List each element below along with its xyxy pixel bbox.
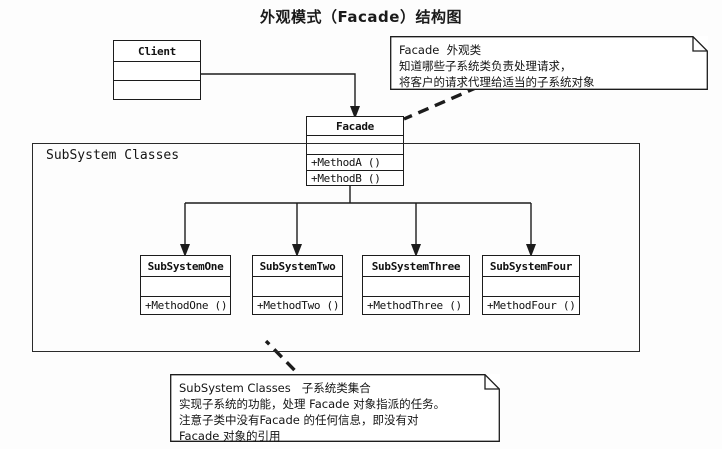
subsystem-container-label: SubSystem Classes	[46, 148, 180, 163]
note-facade: Facade 外观类 知道哪些子系统类负责处理请求， 将客户的请求代理给适当的子…	[390, 36, 708, 90]
class-name-facade: Facade	[307, 117, 403, 136]
note-subsystem: SubSystem Classes 子系统类集合 实现子系统的功能，处理 Fac…	[170, 374, 500, 443]
class-attributes-subsystem-two	[253, 277, 342, 297]
class-box-subsystem-two[interactable]: SubSystemTwo +MethodTwo ()	[252, 255, 343, 315]
class-methods-client	[114, 81, 200, 99]
class-name-subsystem-four: SubSystemFour	[483, 256, 579, 277]
class-box-subsystem-four[interactable]: SubSystemFour +MethodFour ()	[482, 255, 580, 315]
class-attributes-subsystem-one	[141, 277, 230, 297]
page-title: 外观模式（Facade）结构图	[260, 8, 462, 26]
class-box-subsystem-one[interactable]: SubSystemOne +MethodOne ()	[140, 255, 231, 315]
class-attributes-client	[114, 62, 200, 81]
note-subsystem-shape	[170, 374, 500, 442]
class-box-facade[interactable]: Facade +MethodA () +MethodB ()	[306, 116, 404, 186]
note-facade-text: Facade 外观类 知道哪些子系统类负责处理请求， 将客户的请求代理给适当的子…	[399, 43, 595, 89]
connector-facade-note-anchor	[403, 85, 479, 121]
class-attributes-facade	[307, 136, 403, 155]
class-name-subsystem-three: SubSystemThree	[363, 256, 469, 277]
class-method-subsystem-four: +MethodFour ()	[487, 299, 576, 312]
note-facade-shape	[390, 36, 708, 90]
class-attributes-subsystem-four	[483, 277, 579, 297]
subsystem-container	[32, 143, 640, 352]
class-method-subsystem-one: +MethodOne ()	[145, 299, 228, 312]
connector-client-to-facade	[200, 73, 356, 110]
class-name-subsystem-two: SubSystemTwo	[253, 256, 342, 277]
class-attributes-subsystem-three	[363, 277, 469, 297]
class-name-client: Client	[114, 41, 200, 62]
note-subsystem-text: SubSystem Classes 子系统类集合 实现子系统的功能，处理 Fac…	[179, 381, 446, 443]
class-box-client[interactable]: Client	[113, 40, 201, 100]
class-method-facade-b: +MethodB ()	[311, 172, 381, 185]
class-method-subsystem-three: +MethodThree ()	[367, 299, 462, 312]
class-box-subsystem-three[interactable]: SubSystemThree +MethodThree ()	[362, 255, 470, 315]
class-method-subsystem-two: +MethodTwo ()	[257, 299, 340, 312]
class-method-facade-a: +MethodA ()	[307, 155, 403, 171]
class-name-subsystem-one: SubSystemOne	[141, 256, 230, 277]
